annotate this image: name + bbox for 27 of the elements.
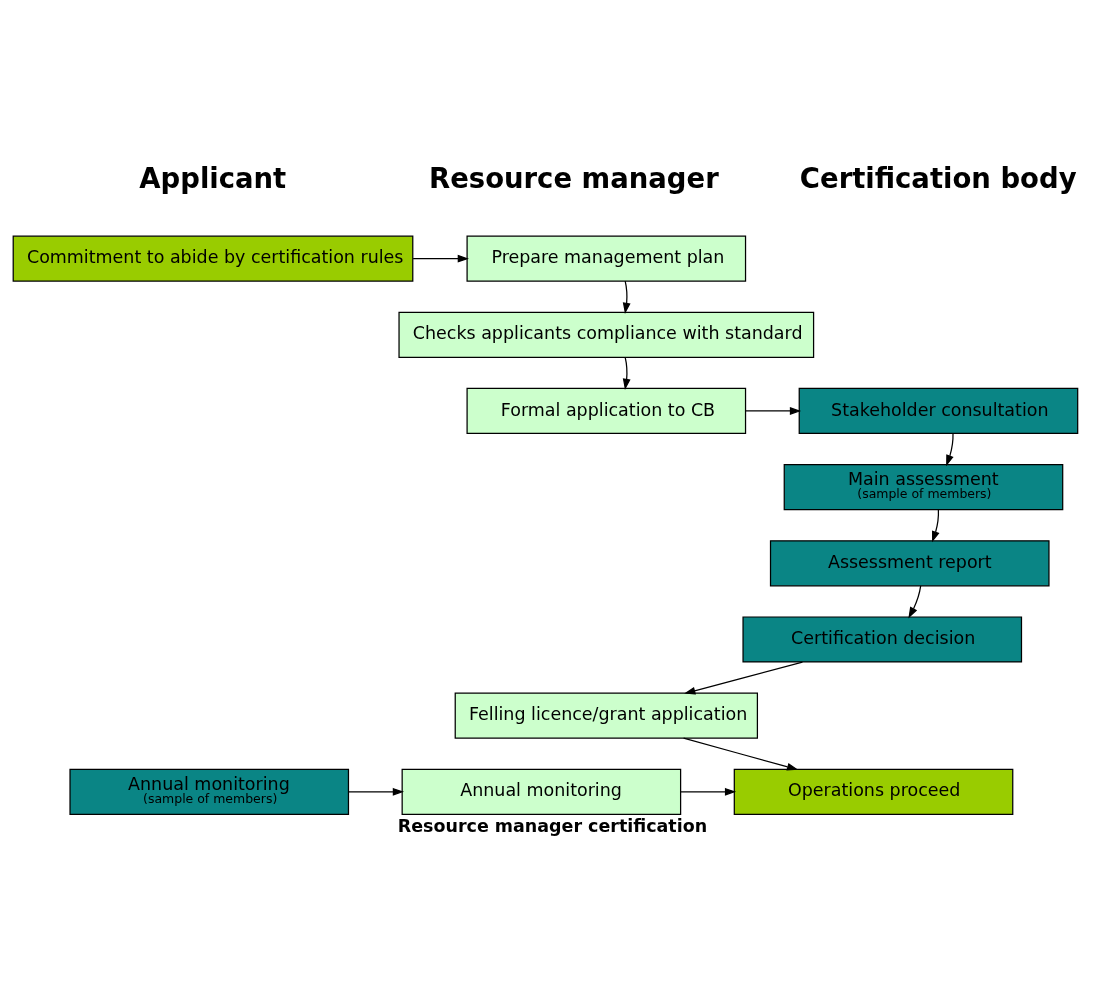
- node-box: Prepare management plan: [466, 235, 747, 282]
- caption: Resource manager certification: [397, 816, 708, 837]
- node-box: Main assessment (sample of members): [783, 464, 1064, 511]
- label: Applicant: [139, 163, 287, 195]
- node-box: Certification decision: [742, 616, 1023, 663]
- arrow: [348, 787, 405, 796]
- node-box: Assessment report: [769, 540, 1050, 587]
- arrow: [684, 661, 804, 695]
- arrow: [745, 407, 802, 415]
- node-box: Felling licence/grant application: [454, 692, 759, 739]
- arrow: [412, 254, 469, 263]
- arrow: [680, 787, 737, 796]
- node-box: Stakeholder consultation: [798, 387, 1079, 435]
- arrow: [683, 737, 799, 771]
- node-box: Operations proceed: [733, 768, 1014, 815]
- node-box: Formal application to CB: [466, 387, 747, 435]
- node-box: Annual monitoring (sample of members): [69, 768, 350, 815]
- label: Certification body: [799, 163, 1077, 195]
- arrow: [932, 509, 940, 543]
- label: Resource manager: [429, 163, 719, 195]
- arrow: [946, 432, 954, 467]
- node-box: Commitment to abide by certification rules: [12, 235, 414, 282]
- arrow: [622, 280, 631, 314]
- node-box: Checks applicants compliance with standard: [398, 311, 815, 358]
- node-box: Annual monitoring: [401, 768, 682, 815]
- arrow: [908, 585, 922, 619]
- arrow: [622, 356, 631, 391]
